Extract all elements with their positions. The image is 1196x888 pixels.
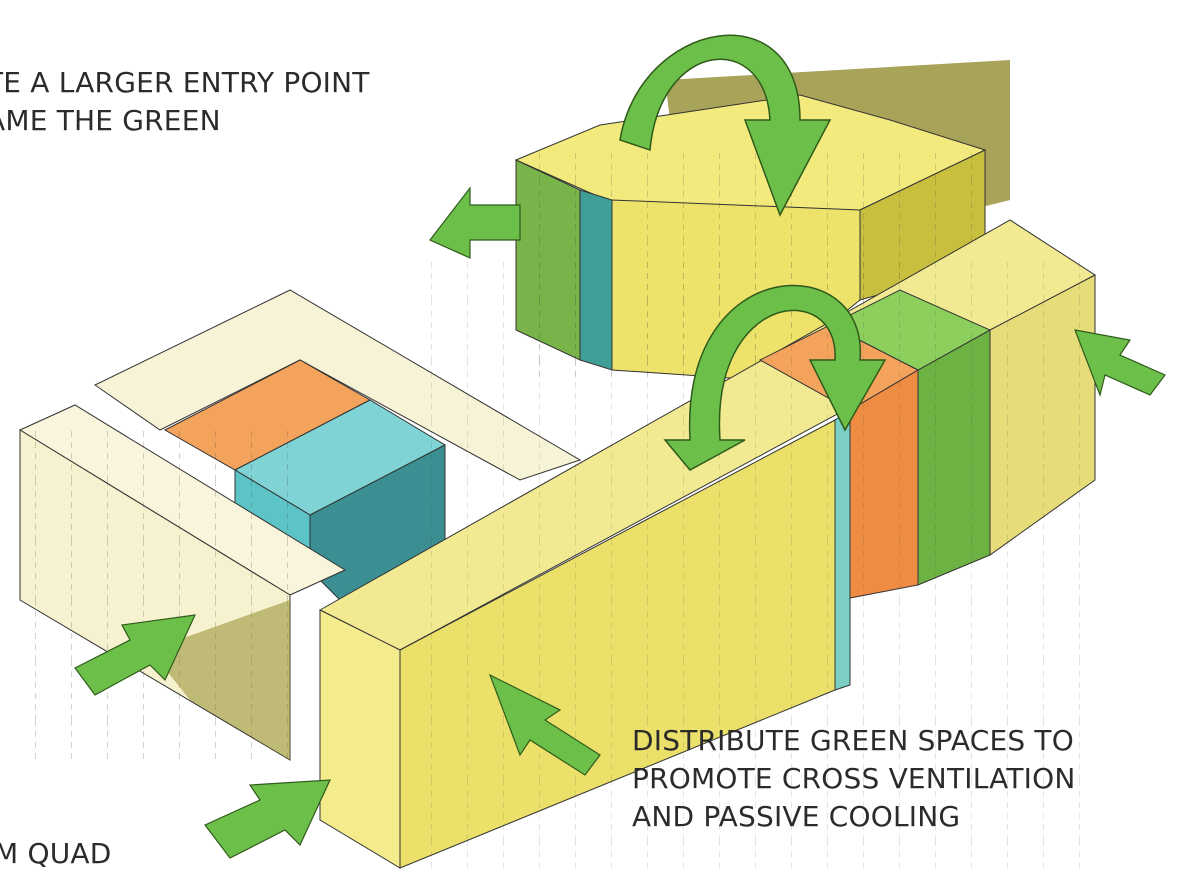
wind-arrow-icon [429, 186, 521, 259]
circulation-arrows [619, 34, 887, 471]
entry-annotation-line: TE A LARGER ENTRY POINT [0, 66, 370, 99]
wind-arrow-icon [204, 779, 331, 859]
green-annotation-line: PROMOTE CROSS VENTILATION [632, 762, 1076, 795]
wind-arrows [74, 186, 1166, 859]
quad-annotation-line: M QUAD [0, 837, 112, 870]
front-bar-group [318, 219, 1100, 870]
circulation-arrow-icon [663, 284, 887, 471]
green-annotation-line: AND PASSIVE COOLING [632, 800, 961, 833]
quad-annotation: M QUAD [0, 835, 112, 873]
green-spaces-annotation: DISTRIBUTE GREEN SPACES TO PROMOTE CROSS… [632, 722, 1075, 836]
entry-point-annotation: TE A LARGER ENTRY POINT AME THE GREEN [0, 64, 370, 140]
front-bar-end [319, 609, 401, 869]
green-annotation-line: DISTRIBUTE GREEN SPACES TO [632, 724, 1074, 757]
wind-arrow-icon [1074, 329, 1166, 397]
wind-arrow-icon [74, 614, 197, 696]
front-bar-grid [400, 260, 1100, 870]
courtyard-shadow [150, 600, 290, 760]
entry-annotation-line: AME THE GREEN [0, 104, 221, 137]
circulation-arrow-icon [619, 34, 832, 217]
wind-arrow-icon [488, 673, 601, 776]
